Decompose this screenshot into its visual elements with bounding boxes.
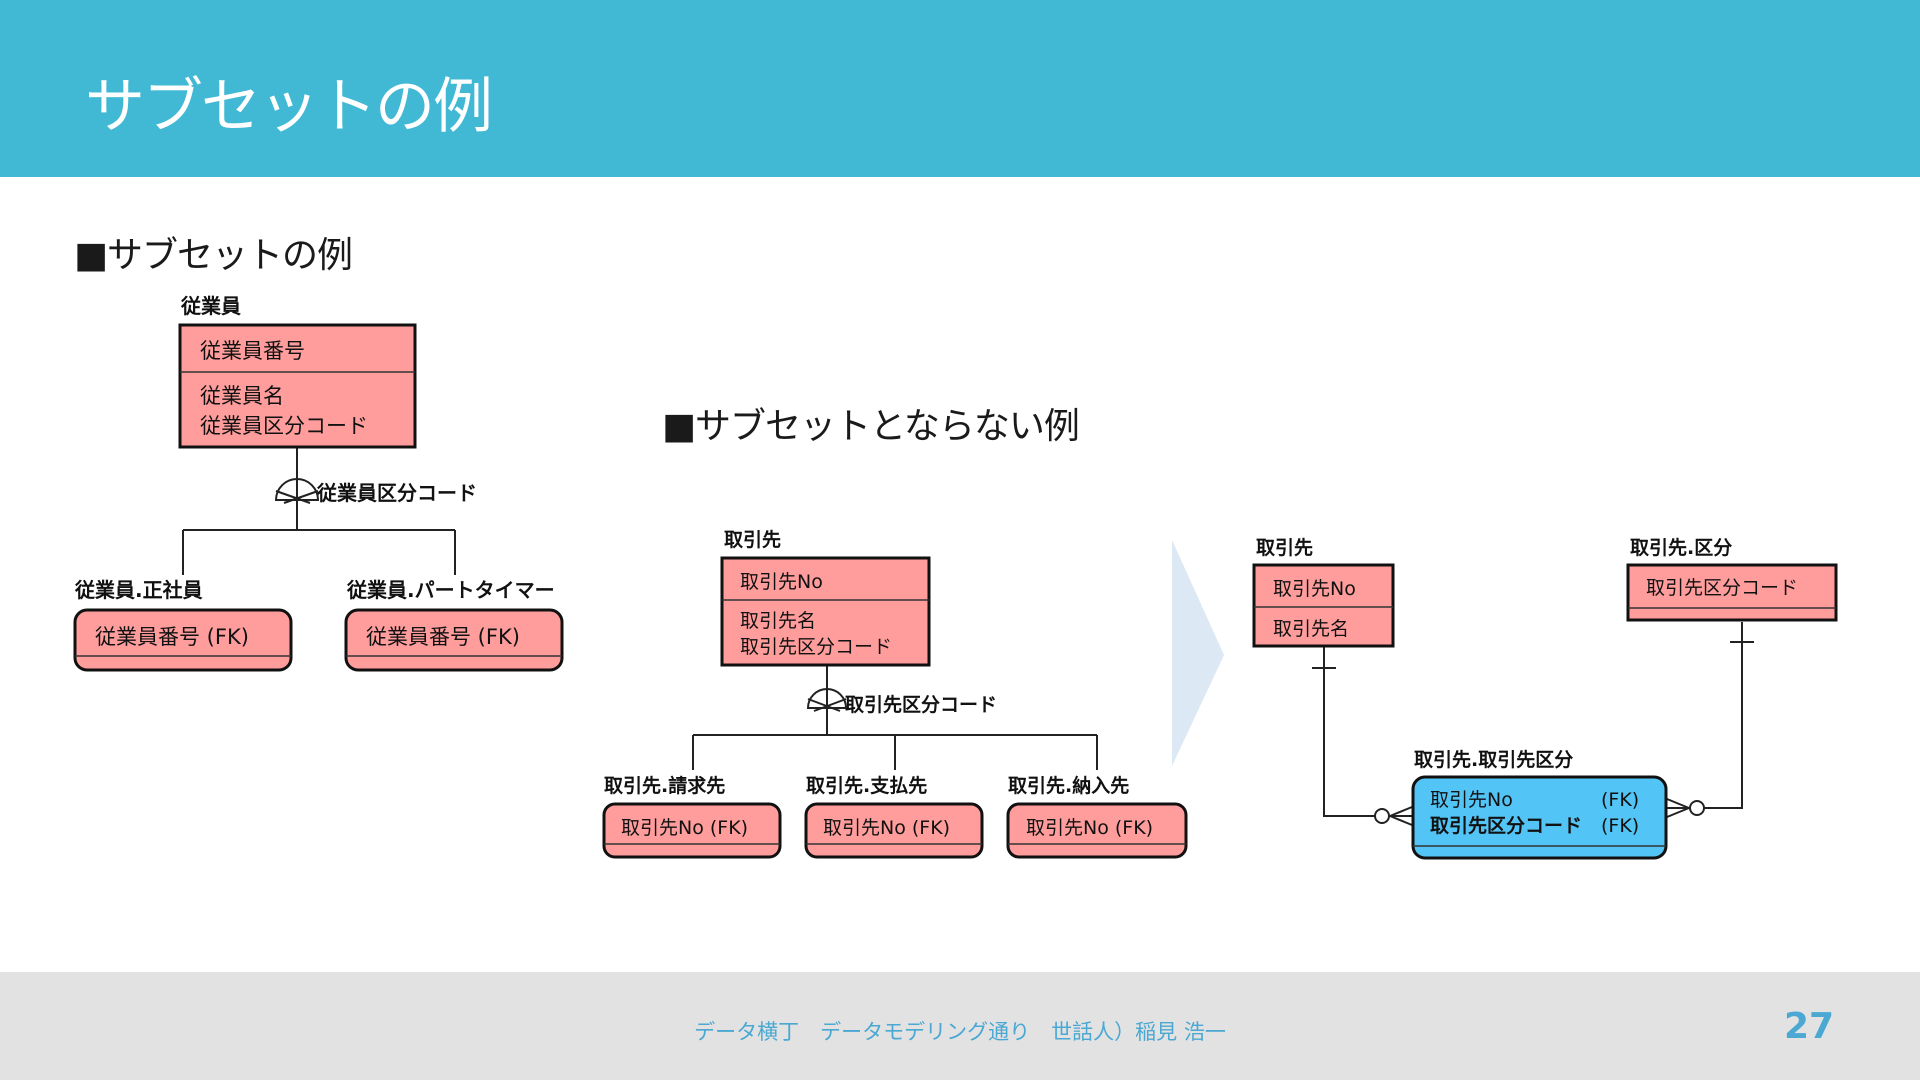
d3-assoc-fk: (FK)	[1601, 789, 1639, 811]
d2-entity-attr: 取引先名	[740, 610, 816, 632]
d3-entity-a-key: 取引先No	[1273, 578, 1356, 600]
footer-bar	[0, 972, 1920, 1080]
d2-entity-name: 取引先	[724, 528, 781, 551]
d3-entity-a-attr: 取引先名	[1273, 618, 1349, 640]
d3-assoc-name: 取引先.取引先区分	[1414, 748, 1573, 771]
d2-subtype-name: 取引先.納入先	[1008, 774, 1129, 797]
d2-subtype-attr: 取引先No (FK)	[823, 817, 950, 839]
d3-entity-a-name: 取引先	[1256, 536, 1313, 559]
d3-assoc-box	[1411, 775, 1668, 860]
heading-not-subset-example: ■サブセットとならない例	[662, 406, 1080, 447]
d1-subtype-attr: 従業員番号 (FK)	[95, 625, 249, 649]
d3-assoc-attr: 取引先区分コード	[1430, 814, 1582, 837]
d2-entity-key: 取引先No	[740, 571, 823, 593]
d1-subtype-attr: 従業員番号 (FK)	[366, 625, 520, 649]
page-number: 27	[1784, 1006, 1835, 1047]
d1-entity-key: 従業員番号	[200, 339, 305, 363]
d2-entity-box	[720, 556, 931, 667]
header-bar	[0, 0, 1920, 177]
d1-entity-attr: 従業員名	[200, 384, 284, 408]
heading-subset-example: ■サブセットの例	[74, 235, 353, 276]
d1-subtype-name: 従業員.正社員	[74, 578, 203, 602]
d3-rel-line-left	[1323, 646, 1412, 817]
d3-assoc-attr: 取引先No	[1430, 789, 1513, 811]
d3-entity-b-box	[1626, 563, 1838, 622]
d2-subtype-name: 取引先.請求先	[604, 774, 725, 797]
d2-subtype-name: 取引先.支払先	[806, 774, 927, 797]
footer-text: データ横丁 データモデリング通り 世話人）稲見 浩一	[694, 1020, 1226, 1044]
d3-entity-b-key: 取引先区分コード	[1646, 577, 1798, 599]
d3-entity-a-box	[1252, 563, 1395, 648]
d2-entity-attr: 取引先区分コード	[740, 636, 892, 658]
d3-rel-line-right	[1667, 622, 1743, 809]
d1-subtype-box	[73, 608, 293, 672]
d1-entity-name: 従業員	[180, 294, 241, 318]
d3-assoc-fk: (FK)	[1601, 815, 1639, 837]
d1-subtype-name: 従業員.パートタイマー	[346, 578, 555, 602]
slide-title: サブセットの例	[85, 72, 493, 142]
d2-subtype-attr: 取引先No (FK)	[621, 817, 748, 839]
d3-entity-b-name: 取引先.区分	[1630, 536, 1732, 559]
transition-arrow	[1172, 540, 1224, 766]
d1-discriminator-label: 従業員区分コード	[316, 481, 477, 505]
d2-subtype-attr: 取引先No (FK)	[1026, 817, 1153, 839]
d1-entity-attr: 従業員区分コード	[200, 414, 368, 438]
d1-entity-box	[178, 323, 417, 449]
d1-subtype-box	[344, 608, 564, 672]
d2-discriminator-label: 取引先区分コード	[845, 693, 997, 716]
